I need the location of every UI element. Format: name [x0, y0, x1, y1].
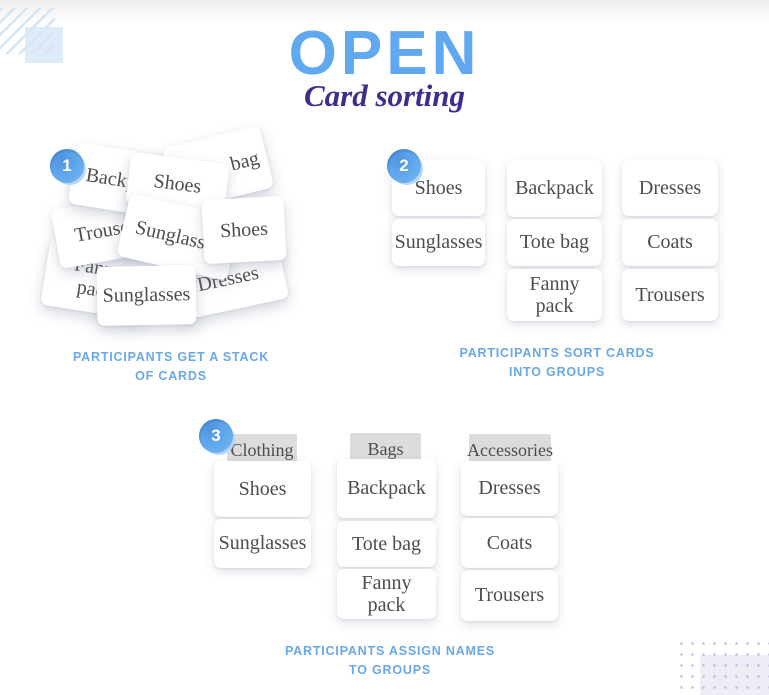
step-3-number: 3	[211, 426, 221, 445]
step-2-number: 2	[399, 156, 409, 175]
card-sunglasses: Sunglasses	[214, 519, 311, 568]
dot-grid-decoration	[676, 638, 769, 695]
page-subtitle: Card sorting	[303, 78, 466, 113]
card-coats: Coats	[461, 518, 558, 568]
pile-card-sunglasses-bottom: Sunglasses	[96, 265, 197, 326]
page-title: OPEN	[288, 19, 481, 88]
card-backpack: Backpack	[507, 160, 602, 217]
step-1-number: 1	[62, 156, 72, 175]
card-trousers: Trousers	[461, 570, 558, 621]
step-2-badge: 2	[387, 149, 421, 183]
group-label-accessories: Accessories	[467, 434, 553, 466]
step-3-caption: PARTICIPANTS ASSIGN NAMES TO GROUPS	[284, 644, 496, 677]
card-sunglasses: Sunglasses	[392, 219, 485, 266]
card-tote-bag: Tote bag	[337, 521, 436, 567]
card-coats: Coats	[622, 219, 718, 266]
card-trousers: Trousers	[622, 269, 718, 321]
card-backpack: Backpack	[337, 459, 436, 518]
card-fanny-pack: Fanny pack	[337, 569, 436, 619]
step-3-badge: 3	[199, 419, 233, 453]
card-dresses: Dresses	[622, 160, 718, 216]
group-label-clothing: Clothing	[227, 434, 297, 466]
top-edge-gradient	[0, 0, 769, 26]
card-dresses: Dresses	[461, 461, 558, 516]
card-shoes: Shoes	[214, 461, 311, 517]
step-1-badge: 1	[50, 149, 84, 183]
blue-square-decoration	[25, 27, 63, 63]
step-2-caption: PARTICIPANTS SORT CARDS INTO GROUPS	[459, 346, 655, 379]
card-tote-bag: Tote bag	[507, 219, 602, 266]
card-fanny-pack: Fanny pack	[507, 269, 602, 321]
step-1-caption: PARTICIPANTS GET A STACK OF CARDS	[72, 350, 270, 383]
pile-card-shoes-right: Shoes	[201, 195, 287, 265]
